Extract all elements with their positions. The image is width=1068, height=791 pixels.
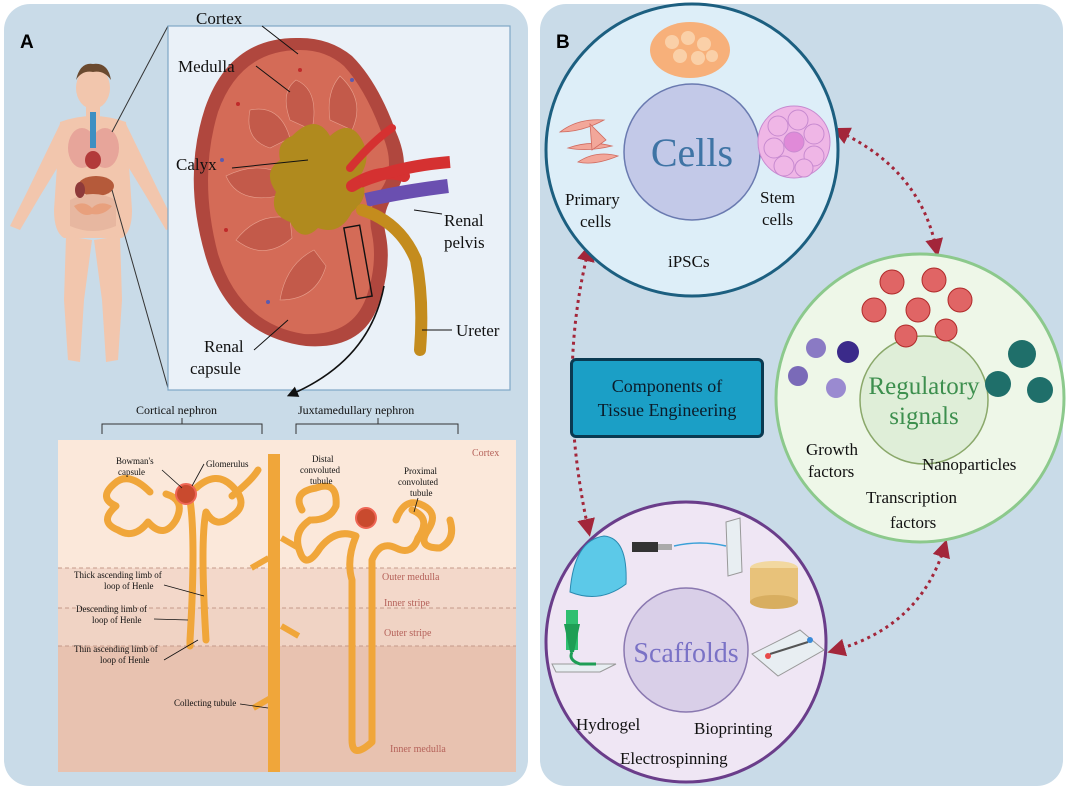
label-distal-3: tubule	[310, 476, 333, 486]
label-proximal-3: tubule	[410, 488, 433, 498]
panel-b-label: B	[556, 32, 570, 53]
glomerulus-juxtamedullary	[355, 507, 377, 529]
label-primary-1: Primary	[565, 190, 620, 209]
nanoparticle-icons	[788, 338, 859, 398]
label-thick-1: Thick ascending limb of	[74, 570, 162, 580]
label-renal-capsule-1: Renal	[204, 337, 244, 356]
arrow-signals-scaffolds	[827, 539, 950, 657]
bioprinting-icon	[551, 610, 617, 673]
label-thin-2: loop of Henle	[100, 655, 150, 665]
zoom-line-bottom	[111, 189, 169, 389]
label-transcription-2: factors	[890, 513, 936, 532]
label-growth-1: Growth	[806, 440, 858, 459]
kidney-labels: Cortex Medulla Calyx Renal pelvis Ureter…	[176, 9, 500, 378]
collecting-duct	[249, 454, 301, 772]
components-box-line-2: Tissue Engineering	[597, 400, 737, 420]
zoom-line-top	[111, 25, 169, 133]
label-collecting: Collecting tubule	[174, 698, 236, 708]
primary-cells-icon	[558, 119, 620, 164]
growth-factor-icons	[861, 267, 973, 348]
label-descending-1: Descending limb of	[76, 604, 147, 614]
bracket-juxtamedullary	[295, 418, 459, 434]
transcription-factor-icons	[985, 340, 1053, 403]
label-proximal-1: Proximal	[404, 466, 437, 476]
label-descending-2: loop of Henle	[92, 615, 142, 625]
zoom-arrow	[286, 285, 385, 397]
label-growth-2: factors	[808, 462, 854, 481]
signals-title-2: signals	[889, 403, 958, 430]
label-ipscs: iPSCs	[668, 252, 710, 271]
label-calyx: Calyx	[176, 155, 217, 174]
panel-a-label: A	[20, 32, 34, 53]
scaffolds-title: Scaffolds	[633, 638, 738, 669]
label-bowmans-2: capsule	[118, 467, 145, 477]
label-ureter: Ureter	[456, 321, 500, 340]
label-juxtamedullary-nephron: Juxtamedullary nephron	[298, 403, 414, 417]
bracket-cortical	[101, 418, 263, 434]
label-thick-2: loop of Henle	[104, 581, 154, 591]
label-hydrogel: Hydrogel	[576, 715, 640, 734]
label-transcription-1: Transcription	[866, 488, 957, 507]
nephron-zones	[58, 440, 516, 772]
stem-cells-icon	[757, 105, 831, 179]
kidney-illustration	[193, 37, 451, 356]
hydrogel-icon	[569, 535, 627, 597]
label-renal-pelvis-1: Renal	[444, 211, 484, 230]
label-nanoparticles: Nanoparticles	[922, 455, 1016, 474]
zone-outer-medulla: Outer medulla	[382, 572, 440, 583]
components-box-line-1: Components of	[611, 376, 723, 396]
label-cortical-nephron: Cortical nephron	[136, 403, 217, 417]
glomerulus-cortical	[175, 483, 197, 505]
arrow-cells-signals	[831, 127, 944, 257]
label-renal-pelvis-2: pelvis	[444, 233, 485, 252]
signals-title-1: Regulatory	[868, 373, 980, 400]
label-proximal-2: convoluted	[398, 477, 438, 487]
label-electrospinning: Electrospinning	[620, 749, 728, 768]
microfluidic-chip-icon	[751, 629, 825, 677]
nephron-tubules	[103, 466, 456, 754]
label-cortex: Cortex	[196, 9, 243, 28]
nephron-labels: Bowman's capsule Glomerulus Distal convo…	[74, 454, 438, 709]
label-bowmans-1: Bowman's	[116, 456, 154, 466]
label-glomerulus: Glomerulus	[206, 459, 249, 469]
label-bioprinting: Bioprinting	[694, 719, 773, 738]
zone-inner-stripe: Inner stripe	[384, 598, 430, 609]
zone-outer-stripe: Outer stripe	[384, 628, 432, 639]
label-primary-2: cells	[580, 212, 611, 231]
electrospinning-icon	[632, 517, 743, 577]
components-box: Components of Tissue Engineering	[570, 358, 764, 438]
label-distal-1: Distal	[312, 454, 334, 464]
human-figure-illustration	[10, 63, 176, 362]
label-renal-capsule-2: capsule	[190, 359, 241, 378]
label-medulla: Medulla	[178, 57, 235, 76]
scaffold-sponge-icon	[750, 561, 798, 609]
label-thin-1: Thin ascending limb of	[74, 644, 158, 654]
tissue-cluster-icon	[650, 22, 730, 78]
zone-cortex: Cortex	[472, 448, 499, 459]
scaffolds-inner-circle	[623, 587, 749, 713]
zone-inner-medulla: Inner medulla	[390, 744, 446, 755]
label-distal-2: convoluted	[300, 465, 340, 475]
label-stem-2: cells	[762, 210, 793, 229]
cells-title: Cells	[651, 130, 733, 175]
label-stem-1: Stem	[760, 188, 795, 207]
signals-inner-circle	[859, 335, 989, 465]
